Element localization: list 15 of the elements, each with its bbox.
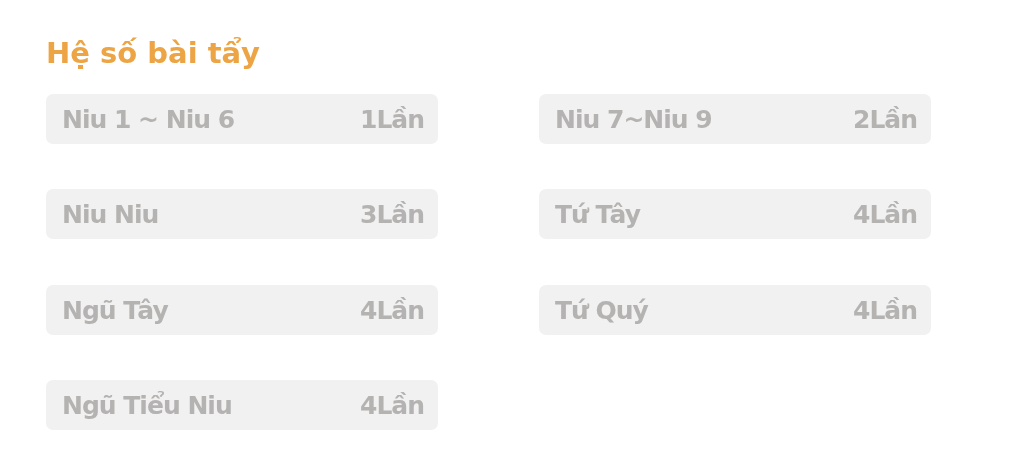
multiplier-value: 2Lần (853, 104, 917, 134)
hand-name: Niu Niu (62, 199, 159, 229)
multiplier-value: 1Lần (360, 104, 424, 134)
multiplier-value: 4Lần (360, 295, 424, 325)
hand-name: Tứ Tây (555, 199, 640, 229)
multiplier-value: 4Lần (853, 295, 917, 325)
hand-name: Niu 1 ~ Niu 6 (62, 104, 235, 134)
hand-name: Ngũ Tây (62, 295, 168, 325)
multiplier-value: 4Lần (360, 390, 424, 420)
hand-name: Niu 7~Niu 9 (555, 104, 712, 134)
multiplier-value: 4Lần (853, 199, 917, 229)
multiplier-value: 3Lần (360, 199, 424, 229)
hand-name: Ngũ Tiểu Niu (62, 390, 232, 420)
hand-name: Tứ Quý (555, 295, 648, 325)
heading: Hệ số bài tẩy (46, 36, 261, 70)
